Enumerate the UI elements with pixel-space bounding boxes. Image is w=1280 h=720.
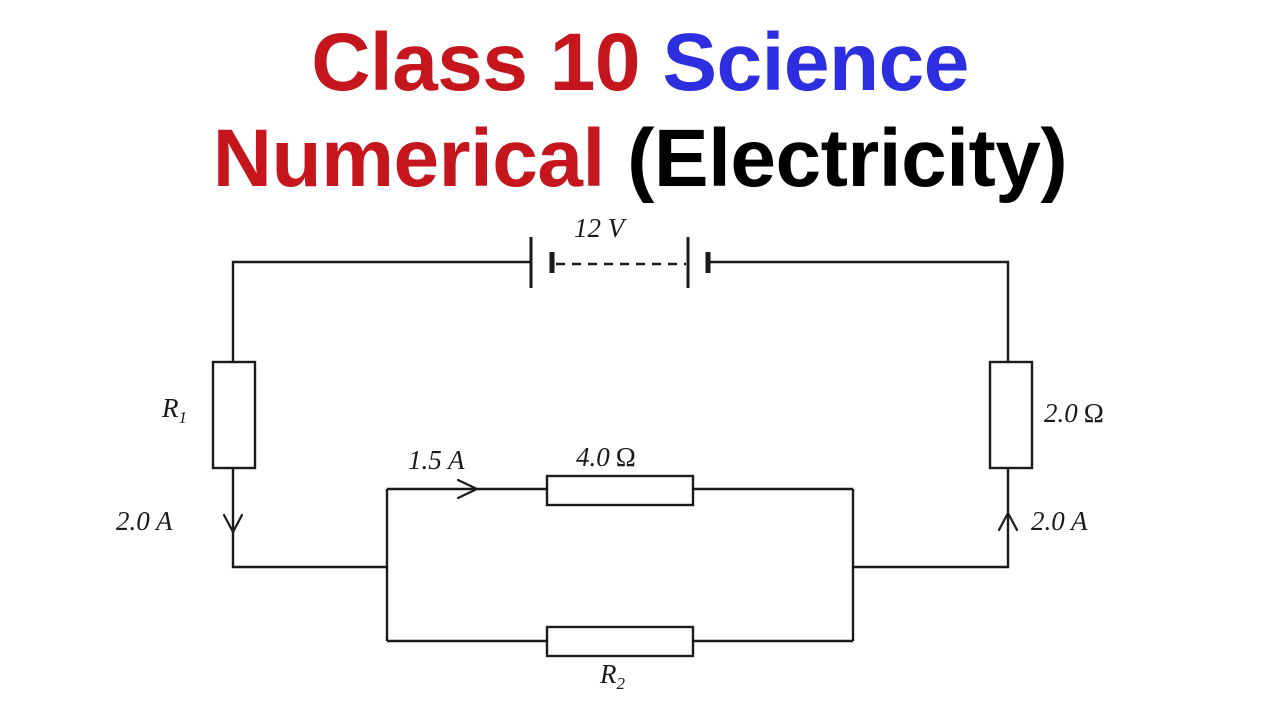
resistor-right-2-ohm	[988, 360, 1034, 470]
current-left-label: 2.0 A	[116, 506, 173, 536]
r1-label: R1	[161, 393, 187, 427]
current-arrow-left-down	[222, 513, 244, 534]
current-arrow-top-branch	[456, 478, 479, 500]
wire-right-lower	[853, 468, 1010, 569]
wire-top-right	[708, 260, 1010, 362]
r2-label: R2	[599, 659, 626, 693]
title-class-text: Class 10	[311, 17, 641, 108]
title-numerical-text: Numerical	[212, 113, 606, 204]
current-right-label: 2.0 A	[1031, 506, 1088, 536]
resistor-r1	[211, 360, 257, 470]
title-electricity-text: (Electricity)	[627, 113, 1068, 204]
title-line-2: Numerical (Electricity)	[0, 118, 1280, 200]
resistor-r2	[545, 625, 695, 658]
wire-left-lower	[231, 468, 387, 569]
title-science-text: Science	[662, 17, 969, 108]
circuit-wires	[231, 260, 1010, 643]
battery-symbol	[529, 237, 711, 288]
current-arrow-right-up	[997, 511, 1019, 532]
current-top-branch-label: 1.5 A	[408, 445, 465, 475]
resistor-4-ohm	[545, 474, 695, 507]
wire-top-left	[231, 260, 531, 362]
battery-voltage-label: 12 V	[574, 213, 628, 243]
title-line-1: Class 10 Science	[0, 22, 1280, 104]
